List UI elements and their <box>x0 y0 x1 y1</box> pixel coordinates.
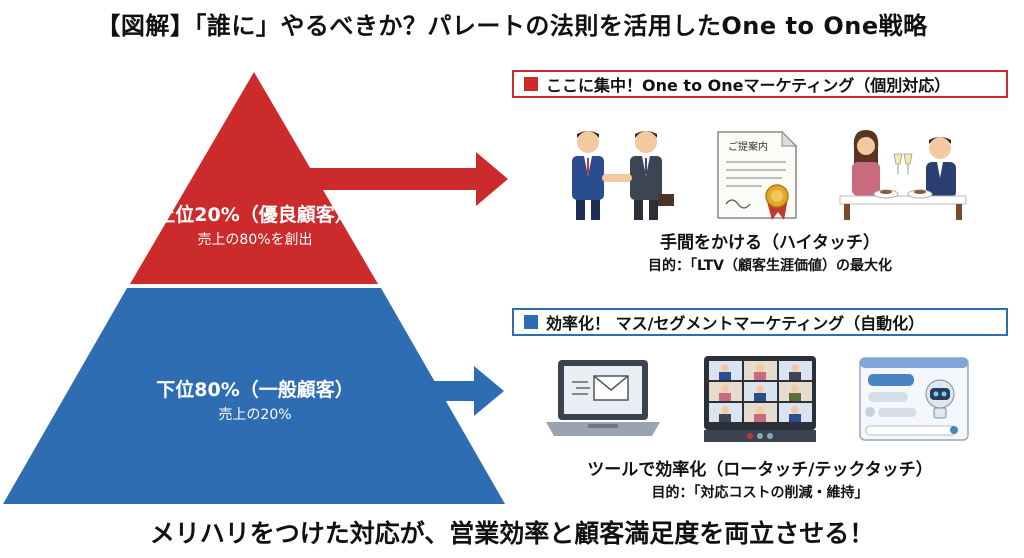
bottom-strategy-box: 効率化！ マス/セグメントマーケティング（自動化） <box>512 308 1008 336</box>
laptop-email-illustration <box>546 360 660 436</box>
bottom-tier-label: 下位80%（一般顧客） 売上の20% <box>95 375 415 424</box>
top-tier-triangle <box>130 72 378 284</box>
bottom-tier-sub: 売上の20% <box>218 407 292 423</box>
bottom-tier-heading: 下位80%（一般顧客） <box>156 379 354 401</box>
top-tier-label: 上位20%（優良顧客） 売上の80%を創出 <box>130 200 380 249</box>
bottom-caption: ツールで効率化（ロータッチ/テックタッチ） 目的：「対応コストの削減・維持」 <box>530 455 990 502</box>
bottom-strategy-label: 効率化！ マス/セグメントマーケティング（自動化） <box>546 314 925 333</box>
footer-message: メリハリをつけた対応が、営業効率と顧客満足度を両立させる！ <box>149 519 875 548</box>
video-conference-illustration <box>704 356 816 442</box>
red-square-icon <box>524 77 538 91</box>
proposal-doc-text: ご提案内 <box>728 140 768 153</box>
bottom-tier-trapezoid <box>3 288 505 504</box>
top-tier-heading: 上位20%（優良顧客） <box>156 204 354 226</box>
proposal-document-illustration: ご提案内 <box>717 130 798 220</box>
top-caption-goal: 目的：「LTV（顧客生涯価値）の最大化 <box>648 258 892 274</box>
bottom-arrow <box>405 366 504 416</box>
chatbot-window-illustration <box>859 357 969 441</box>
dinner-toast-illustration <box>839 130 967 220</box>
handshake-illustration <box>572 131 674 220</box>
bottom-caption-main: ツールで効率化（ロータッチ/テックタッチ） <box>587 460 933 480</box>
page-title: 【図解】「誰に」やるべきか？パレートの法則を活用したOne to One戦略 <box>96 12 928 40</box>
top-tier-sub: 売上の80%を創出 <box>197 232 313 248</box>
top-arrow <box>298 152 508 206</box>
top-caption: 手間をかける（ハイタッチ） 目的：「LTV（顧客生涯価値）の最大化 <box>560 228 980 275</box>
top-strategy-box: ここに集中！One to Oneマーケティング（個別対応） <box>512 70 1008 98</box>
bottom-caption-goal: 目的：「対応コストの削減・維持」 <box>651 485 869 501</box>
blue-square-icon <box>524 315 538 329</box>
top-strategy-label: ここに集中！One to Oneマーケティング（個別対応） <box>546 76 951 95</box>
top-caption-main: 手間をかける（ハイタッチ） <box>660 233 880 253</box>
